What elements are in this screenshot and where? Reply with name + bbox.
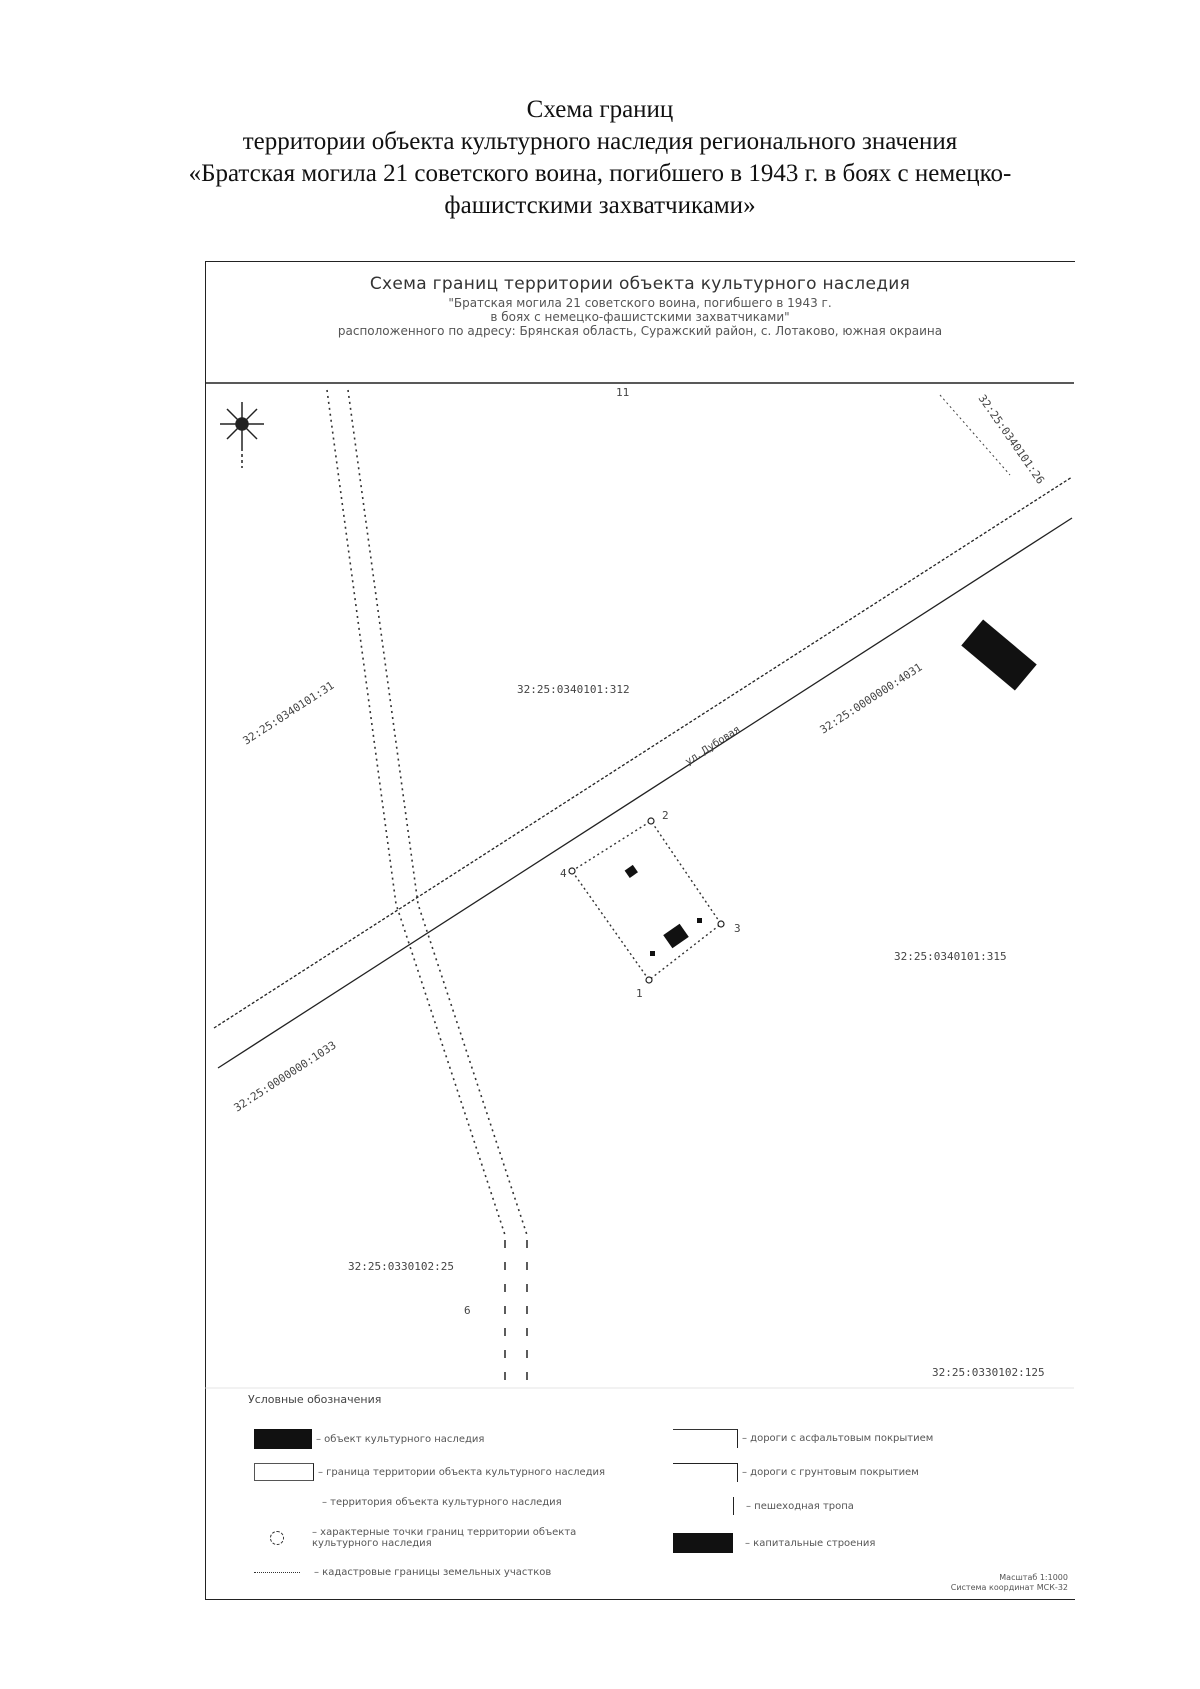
street-dubovaya (213, 476, 1073, 1069)
label-parcel-south: 32:25:0330102:25 (348, 1260, 454, 1273)
cadastral-line-ne (939, 394, 1011, 476)
legend-swatch-points (270, 1531, 284, 1545)
document-title-line-4: фашистскими захватчиками» (444, 192, 756, 219)
label-point-1: 1 (636, 987, 643, 1000)
legend-swatch-road-asphalt (673, 1429, 738, 1448)
map-header: Схема границ территории объекта культурн… (210, 272, 1070, 338)
road-north-south (326, 389, 528, 1236)
label-point-4: 4 (560, 867, 567, 880)
boundary-point-4 (568, 867, 576, 875)
boundary-point-2 (647, 817, 655, 825)
legend-item-object: – объект культурного наследия (254, 1429, 484, 1449)
legend-swatch-building (673, 1533, 733, 1553)
label-parcel-ne: 32:25:0340101:26 (976, 392, 1047, 486)
label-parcel-sw-road: 32:25:0000000:1033 (232, 1039, 339, 1115)
heritage-object-mark (624, 864, 638, 878)
legend-swatch-road-dirt (673, 1463, 738, 1482)
legend-item-zone: – граница территории объекта культурного… (254, 1463, 605, 1481)
label-north-marker: 11 (616, 386, 629, 399)
legend-item-ravine: – пешеходная тропа (733, 1497, 854, 1515)
legend-item-building: – капитальные строения (673, 1533, 875, 1553)
boundary-point-1 (645, 976, 653, 984)
document-title: Схема границ территории объекта культурн… (100, 94, 1100, 222)
heritage-object-monument (663, 923, 689, 949)
legend-item-road-asphalt: – дороги с асфальтовым покрытием (673, 1429, 933, 1448)
coordinate-system: Система координат МСК-32 (950, 1583, 1068, 1592)
map-header-line-4: расположенного по адресу: Брянская облас… (337, 324, 943, 338)
map-scale: Масштаб 1:1000 Система координат МСК-32 (951, 1573, 1068, 1593)
boundary-point-3 (717, 920, 725, 928)
label-point-6: 6 (464, 1304, 471, 1317)
document-title-line-1: Схема границ (526, 96, 674, 123)
label-point-2: 2 (662, 809, 669, 822)
label-parcel-center: 32:25:0340101:312 (517, 683, 630, 696)
heritage-object-dot-2 (650, 951, 655, 956)
legend-item-points: – характерные точки границ территории об… (270, 1527, 632, 1549)
compass-icon (220, 402, 264, 468)
legend-swatch-ravine (733, 1497, 734, 1515)
label-parcel-se: 32:25:0330102:125 (932, 1366, 1045, 1379)
boundary-points (568, 817, 725, 984)
legend-title: Условные обозначения (248, 1393, 382, 1406)
document-title-line-2: территории объекта культурного наследия … (242, 128, 958, 155)
heritage-object-dot-1 (697, 918, 702, 923)
road-south-end (504, 1240, 528, 1385)
map-header-title: Схема границ территории объекта культурн… (369, 274, 911, 294)
legend-item-cadastral: – кадастровые границы земельных участков (254, 1567, 551, 1578)
label-street-name: ул. Дубовая (684, 724, 743, 767)
label-parcel-nw: 32:25:0340101:31 (241, 679, 337, 748)
label-parcel-east: 32:25:0340101:315 (894, 950, 1007, 963)
legend-swatch-zone (254, 1463, 314, 1481)
object-territory-boundary (571, 820, 722, 982)
legend-item-territory: – территория объекта культурного наследи… (322, 1497, 562, 1508)
map-header-line-3: в боях с немецко-фашистскими захватчикам… (490, 310, 790, 324)
legend-item-road-dirt: – дороги с грунтовым покрытием (673, 1463, 919, 1482)
map-header-line-2: "Братская могила 21 советского воина, по… (448, 296, 832, 310)
label-point-3: 3 (734, 922, 741, 935)
map-frame (205, 261, 1075, 1600)
legend-swatch-cadastral (254, 1572, 300, 1573)
legend-swatch-object (254, 1429, 312, 1449)
map-legend: Условные обозначения – объект культурног… (248, 1393, 1068, 1593)
capital-building (961, 619, 1037, 691)
document-title-line-3: «Братская могила 21 советского воина, по… (188, 160, 1012, 187)
scale-value: Масштаб 1:1000 (999, 1573, 1068, 1582)
